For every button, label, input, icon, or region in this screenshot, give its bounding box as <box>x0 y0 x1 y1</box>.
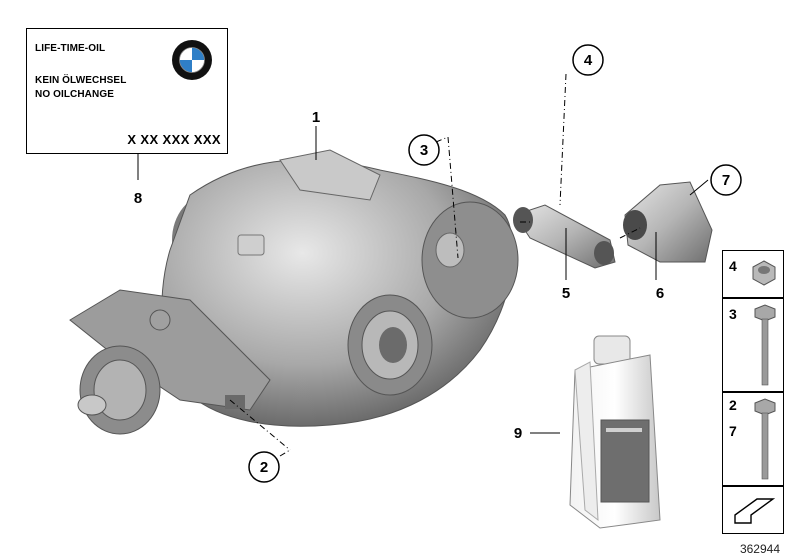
drawing-id: 362944 <box>739 542 780 556</box>
side-num-bolt: 3 <box>729 306 737 322</box>
side-num-bolt-2: 2 <box>729 397 737 413</box>
long-bolt-icon <box>754 398 776 480</box>
callout-2-badge: 2 <box>248 451 280 483</box>
callout-7: 7 <box>722 172 730 189</box>
bolt-icon <box>754 304 776 386</box>
rubber-mount-icon <box>623 181 713 263</box>
callout-4: 4 <box>584 52 593 69</box>
side-cell-bolt-long: 2 7 <box>722 392 784 486</box>
callout-3-badge: 3 <box>408 134 440 166</box>
callout-3: 3 <box>420 142 428 159</box>
differential-icon <box>69 149 519 435</box>
label-line-3: NO OILCHANGE <box>35 89 114 100</box>
oil-label-card: LIFE-TIME-OIL KEIN ÖLWECHSEL NO OILCHANG… <box>26 28 228 154</box>
oil-bottle-icon <box>569 335 661 529</box>
side-cell-bolt: 3 <box>722 298 784 392</box>
callout-4-badge: 4 <box>572 44 604 76</box>
side-cell-nut: 4 <box>722 250 784 298</box>
solid-leaders <box>137 126 709 434</box>
arrow-icon <box>734 498 776 524</box>
callout-9: 9 <box>514 425 522 442</box>
label-line-1: LIFE-TIME-OIL <box>35 43 106 54</box>
label-line-2: KEIN ÖLWECHSEL <box>35 75 127 86</box>
nut-icon <box>752 260 776 286</box>
side-cell-arrow <box>722 486 784 534</box>
callout-7-badge: 7 <box>710 164 742 196</box>
label-part-number: X XX XXX XXX <box>127 132 221 147</box>
callout-5: 5 <box>562 285 570 302</box>
parts-side-panel: 4 3 2 7 <box>722 250 784 540</box>
bmw-logo-icon <box>172 40 212 80</box>
callout-1: 1 <box>312 109 320 126</box>
side-num-nut: 4 <box>729 258 737 274</box>
callout-6: 6 <box>656 285 664 302</box>
callout-2: 2 <box>260 459 268 476</box>
bracket-icon <box>513 204 616 269</box>
callout-8: 8 <box>134 190 142 207</box>
side-num-bolt-7: 7 <box>729 423 737 439</box>
